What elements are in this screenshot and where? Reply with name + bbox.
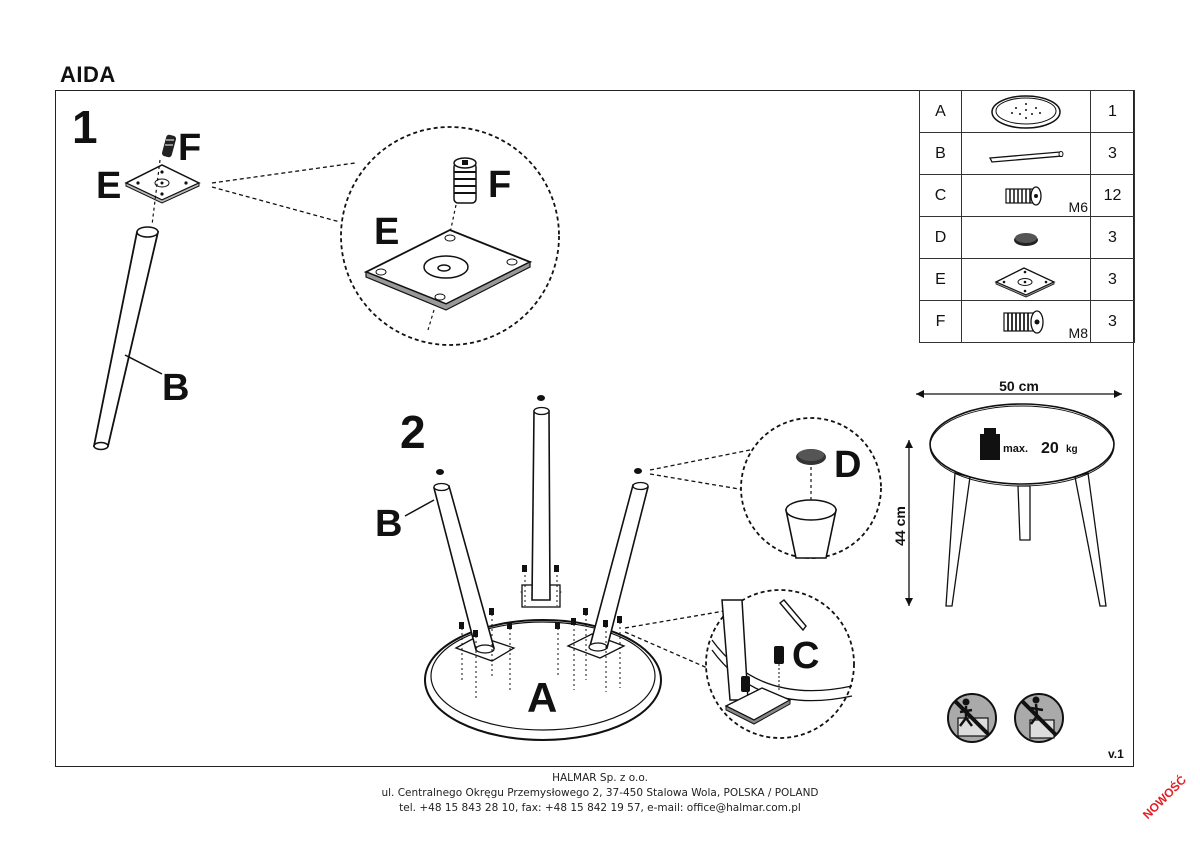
screw-size-label: M6 — [1068, 199, 1088, 215]
part-code: D — [919, 216, 962, 259]
part-qty: 3 — [1090, 216, 1135, 259]
no-climbing-icon — [1014, 693, 1064, 743]
label-d-zoom: D — [834, 444, 861, 486]
no-standing-on-table-icon — [947, 693, 997, 743]
dimension-width: 50 cm — [999, 378, 1039, 394]
label-a-top: A — [527, 674, 557, 721]
load-unit: kg — [1066, 444, 1078, 455]
part-code: E — [919, 258, 962, 301]
label-b-step2: B — [375, 503, 402, 545]
parts-row-c: C M6 12 — [919, 174, 1135, 217]
parts-row-b: B 3 — [919, 132, 1135, 175]
product-title: AIDA — [60, 62, 116, 87]
screw-m8-icon — [1003, 309, 1044, 334]
screw-m6-icon — [1005, 185, 1042, 206]
screws-c-step2 — [461, 570, 621, 700]
step-2-number: 2 — [400, 406, 426, 458]
dimension-height: 44 cm — [892, 506, 908, 546]
parts-row-a: A 1 — [919, 90, 1135, 133]
mounting-plate-icon — [994, 266, 1056, 297]
leg-b-icon — [92, 226, 160, 451]
label-c-zoom: C — [792, 635, 819, 677]
part-code: F — [919, 300, 962, 343]
part-code: B — [919, 132, 962, 175]
label-e-zoom: E — [374, 211, 399, 253]
weight-icon — [980, 428, 1000, 460]
footer-company: HALMAR Sp. z o.o. — [552, 772, 648, 784]
footer: HALMAR Sp. z o.o. ul. Centralnego Okręgu… — [0, 771, 1200, 816]
screw-f-small-icon — [161, 134, 177, 158]
label-e-step1: E — [96, 165, 121, 207]
load-value: 20 — [1041, 440, 1059, 457]
zoom-detail-plate: F E — [340, 126, 560, 346]
parts-row-d: D 3 — [919, 216, 1135, 259]
label-b-step1: B — [162, 367, 189, 409]
allen-key-icon — [778, 599, 807, 632]
parts-list-table: A 1 B 3 C — [919, 90, 1135, 343]
screw-size-label: M8 — [1068, 325, 1088, 341]
screw-c-icon — [774, 646, 784, 664]
label-f-step1: F — [178, 127, 201, 169]
part-qty: 12 — [1090, 174, 1135, 217]
mounting-plate-small-icon — [124, 164, 201, 204]
leg-icon — [988, 150, 1064, 163]
tabletop-icon — [991, 94, 1061, 129]
load-prefix: max. — [1003, 443, 1028, 455]
screw-heads-step2 — [459, 565, 622, 637]
felt-pad-icon — [1014, 232, 1038, 246]
part-code: C — [919, 174, 962, 217]
zoom-detail-felt-pad: D — [740, 417, 882, 559]
step-1-number: 1 — [72, 101, 98, 153]
label-f-zoom: F — [488, 164, 511, 206]
footer-contact: tel. +48 15 843 28 10, fax: +48 15 842 1… — [399, 802, 801, 814]
screw-f-large-icon — [453, 157, 477, 204]
instruction-frame — [55, 90, 1134, 767]
part-qty: 3 — [1090, 258, 1135, 301]
footer-address: ul. Centralnego Okręgu Przemysłowego 2, … — [381, 787, 819, 799]
table-dimensions-drawing: 50 cm 44 cm max. 20 kg — [892, 378, 1122, 607]
part-qty: 1 — [1090, 90, 1135, 133]
parts-row-f: F M8 3 — [919, 300, 1135, 343]
parts-row-e: E 3 — [919, 258, 1135, 301]
zoom-detail-screw: C — [705, 589, 855, 739]
version-label: v.1 — [1108, 747, 1124, 761]
part-qty: 3 — [1090, 132, 1135, 175]
part-code: A — [919, 90, 962, 133]
part-qty: 3 — [1090, 300, 1135, 343]
legs-step2 — [432, 395, 649, 654]
